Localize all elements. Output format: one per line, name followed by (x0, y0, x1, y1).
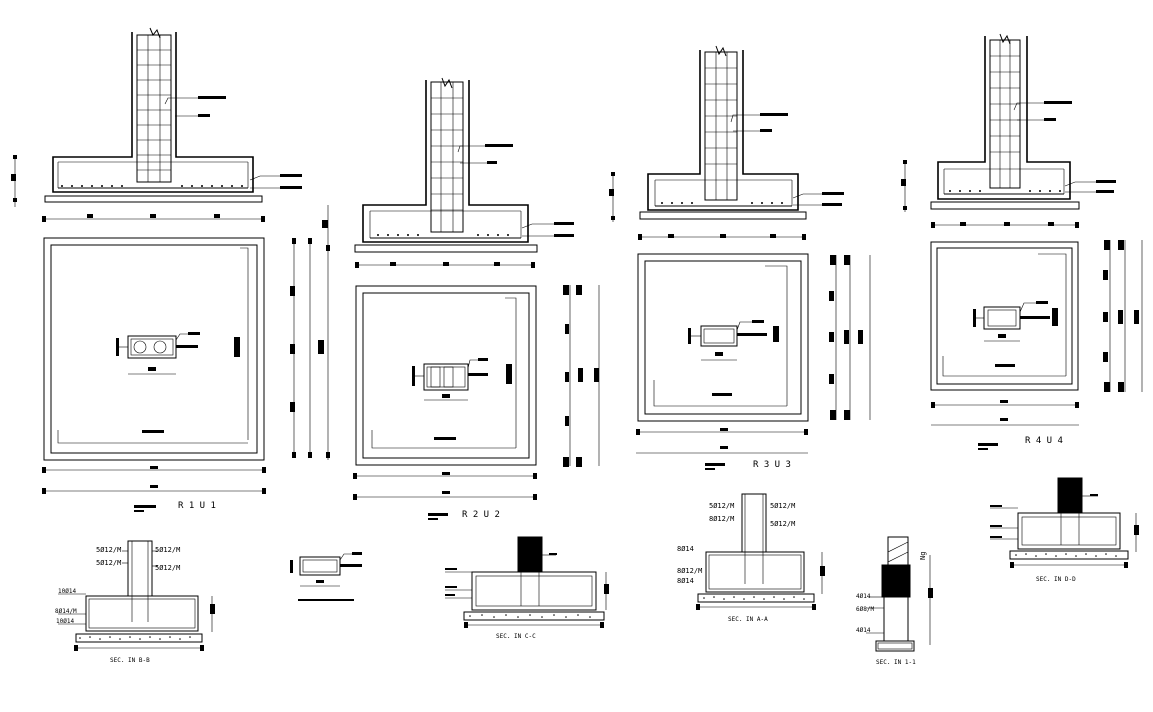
title-f2: R 2 U 2 (462, 510, 500, 520)
dd-title: SEC. IN D-D (1036, 576, 1076, 583)
bb-label-1: 5Ø12/M (96, 546, 121, 554)
plan-f3 (636, 253, 871, 454)
section-11: Ng 4Ø14 6Ø8/M 4Ø14 SEC. IN 1-1 (856, 536, 933, 666)
section-aa: 5Ø12/M 5Ø12/M 8Ø12/M 5Ø12/M 8Ø14 8Ø12/M … (677, 493, 825, 623)
small-detail (290, 552, 362, 601)
section-dd: SEC. IN D-D (990, 477, 1139, 583)
bb-label-6: 8Ø14/M (55, 608, 77, 615)
aa-label-3: 8Ø12/M (709, 515, 734, 523)
plan-f1 (42, 205, 330, 494)
section-bb: 5Ø12/M 5Ø12/M 5Ø12/M 5Ø12/M 10Ø14 8Ø14/M… (55, 540, 215, 664)
s11-vertical-note: Ng (919, 552, 927, 560)
aa-label-5: 8Ø14 (677, 545, 694, 553)
section-cc: SEC. IN C-C (445, 536, 609, 640)
bb-label-7: 10Ø14 (56, 618, 74, 625)
aa-label-2: 5Ø12/M (770, 502, 795, 510)
elevation-f2 (354, 77, 574, 268)
foundation-4: R 4 U 4 (901, 33, 1143, 450)
cc-title: SEC. IN C-C (496, 633, 536, 640)
s11-label-3: 4Ø14 (856, 627, 871, 634)
s11-label-2: 6Ø8/M (856, 606, 874, 613)
title-f3: R 3 U 3 (753, 460, 791, 470)
elevation-f3 (609, 45, 844, 240)
aa-title: SEC. IN A-A (728, 616, 768, 623)
elevation-f4 (901, 33, 1116, 228)
title-f1: R 1 U 1 (178, 501, 216, 511)
aa-label-6: 8Ø12/M (677, 567, 702, 575)
elevation-f1 (11, 27, 302, 222)
title-f4: R 4 U 4 (1025, 436, 1063, 446)
s11-title: SEC. IN 1-1 (876, 659, 916, 666)
aa-label-4: 5Ø12/M (770, 520, 795, 528)
foundation-3: R 3 U 3 (609, 45, 871, 470)
bb-label-5: 10Ø14 (58, 588, 76, 595)
aa-label-1: 5Ø12/M (709, 502, 734, 510)
bb-label-4: 5Ø12/M (155, 564, 180, 572)
bb-label-2: 5Ø12/M (155, 546, 180, 554)
foundation-2: R 2 U 2 (353, 77, 600, 520)
plan-f2 (353, 285, 600, 500)
foundation-1: R 1 U 1 (11, 27, 330, 512)
plan-f4 (930, 240, 1143, 426)
aa-label-7: 8Ø14 (677, 577, 694, 585)
bb-title: SEC. IN B-B (110, 657, 150, 664)
s11-label-1: 4Ø14 (856, 593, 871, 600)
bb-label-3: 5Ø12/M (96, 559, 121, 567)
